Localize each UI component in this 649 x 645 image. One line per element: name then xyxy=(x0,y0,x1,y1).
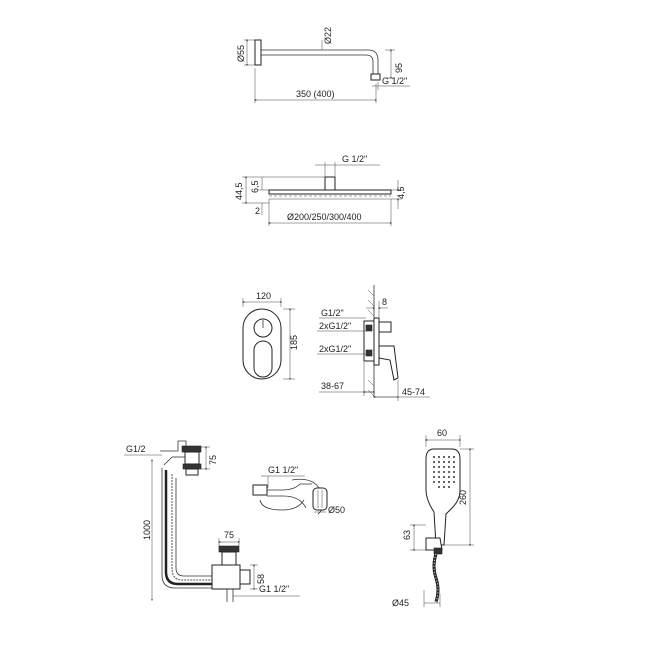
diverter-knob-side xyxy=(378,321,392,333)
mixer-width: 120 xyxy=(256,291,271,301)
arm-thread-end xyxy=(370,73,381,81)
head-bottom-height: 2 xyxy=(255,206,260,216)
mixer-drawing: 120 185 8 G1/2" 2xG1/2" 2xG1/2" 38-67 xyxy=(241,285,430,401)
mixer-handle xyxy=(253,340,273,378)
spout-diameter: Ø50 xyxy=(328,505,345,515)
spray-nozzles xyxy=(433,456,455,488)
arm-pipe-diameter: Ø22 xyxy=(323,27,333,44)
head-connector xyxy=(324,176,336,191)
bath-drain-drawing: G1/2 75 1000 75 58 G1 1/2" xyxy=(124,440,300,602)
drain-length: 1000 xyxy=(142,520,152,540)
drain-pipe-outer xyxy=(161,468,212,589)
handle-side xyxy=(378,345,399,381)
head-body xyxy=(268,189,392,195)
mixer-thread-1: G1/2" xyxy=(321,308,344,318)
head-total-height: 44,5 xyxy=(234,182,244,200)
holder-diameter: Ø45 xyxy=(392,598,409,608)
spout-outlet xyxy=(312,487,328,511)
mixer-thread-3: 2xG1/2" xyxy=(319,344,351,354)
head-diameters: Ø200/250/300/400 xyxy=(287,212,362,222)
drain-thread-bottom: G1 1/2" xyxy=(259,584,289,594)
head-thread: G 1/2" xyxy=(342,154,367,164)
shower-head-drawing: G 1/2" 44,5 6,5 2 4,5 Ø200/250/300/400 xyxy=(234,154,406,226)
drain-bottom-diameter: 75 xyxy=(224,530,234,540)
overflow-fitting-top xyxy=(181,445,202,453)
waste-fitting xyxy=(211,564,241,590)
holder-height: 63 xyxy=(402,530,412,540)
head-right-height: 4,5 xyxy=(396,186,406,199)
arm-wall-diameter: Ø55 xyxy=(236,45,246,62)
arm-pipe xyxy=(261,49,379,74)
hand-shower-drawing: 60 260 63 Ø45 xyxy=(392,428,474,608)
mixer-range-right: 45-74 xyxy=(402,387,425,397)
hand-width: 60 xyxy=(437,428,447,438)
drain-bottom-height: 58 xyxy=(256,574,266,584)
mixer-depth-top: 8 xyxy=(382,297,387,307)
head-top-height: 6,5 xyxy=(250,180,260,193)
drain-thread-top: G1/2 xyxy=(126,444,146,454)
arm-drop: 95 xyxy=(394,63,404,73)
drain-top-height: 75 xyxy=(208,455,218,465)
mixer-height: 185 xyxy=(289,335,299,350)
arm-length: 350 (400) xyxy=(296,89,335,99)
drain-pipe-inner xyxy=(175,478,212,577)
hand-height: 260 xyxy=(458,490,468,505)
spout-drawing: G1 1/2" Ø50 xyxy=(252,465,345,515)
mixer-thread-2: 2xG1/2" xyxy=(319,321,351,331)
arm-thread: G 1/2" xyxy=(382,76,407,86)
shower-arm-drawing: Ø55 Ø22 95 G 1/2" 350 (400) xyxy=(236,27,410,103)
spout-thread: G1 1/2" xyxy=(268,465,298,475)
hand-shower-head xyxy=(425,448,461,546)
mixer-range-left: 38-67 xyxy=(321,381,344,391)
wall-flange xyxy=(254,39,262,66)
